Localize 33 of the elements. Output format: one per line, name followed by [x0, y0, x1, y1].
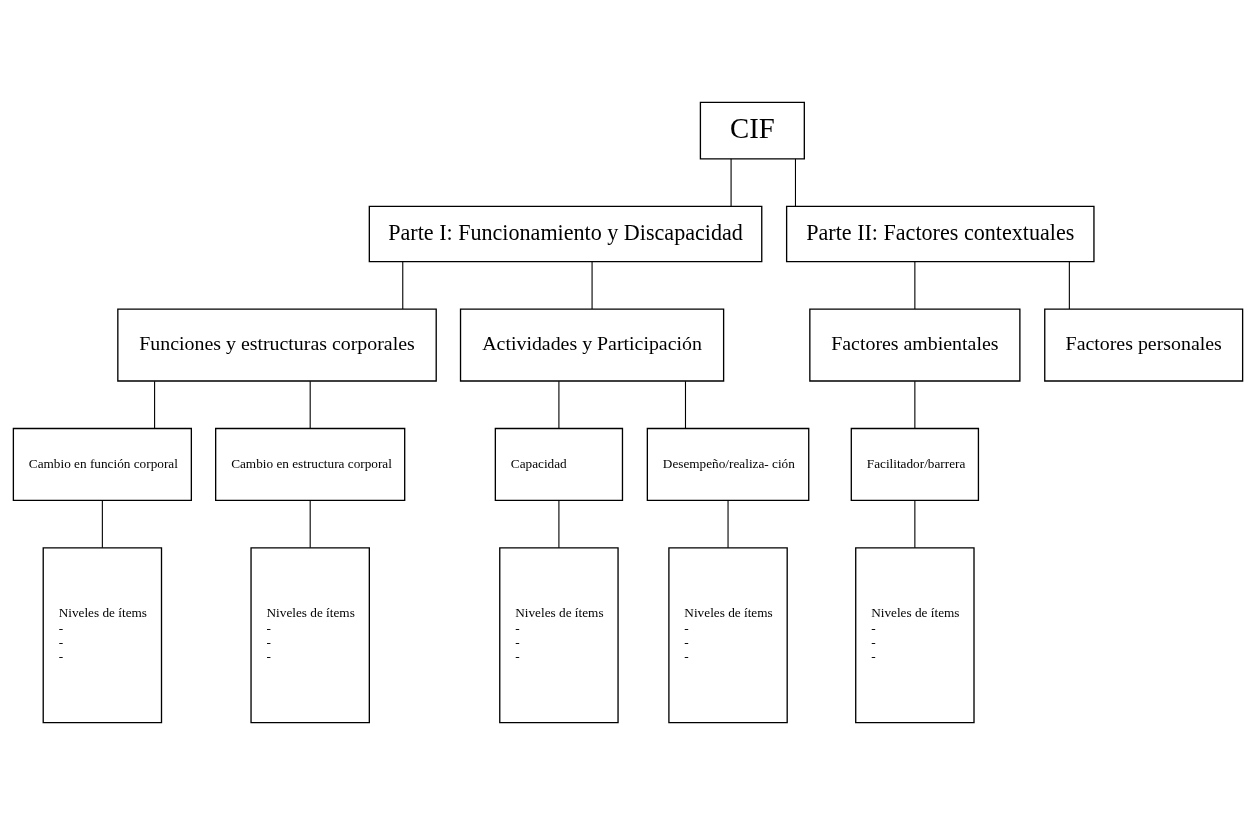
connector	[309, 500, 311, 549]
node-box: Niveles de ítems - - -	[250, 547, 370, 724]
node-box: Facilitador/barrera	[850, 427, 980, 502]
node-box: CIF	[699, 101, 805, 160]
node-box: Factores personales	[1044, 308, 1244, 382]
node-box: Funciones y estructuras corporales	[117, 308, 437, 382]
connector	[914, 380, 916, 429]
connector	[684, 380, 687, 429]
node-box: Parte II: Factores contextuales	[785, 205, 1095, 263]
connector	[558, 500, 560, 549]
node-box: Niveles de ítems - - -	[668, 547, 788, 724]
connector	[309, 380, 311, 429]
connector	[730, 158, 732, 207]
connector	[727, 500, 729, 549]
node-box: Desempeño/realiza- ción	[646, 427, 810, 502]
node-box: Cambio en función corporal	[12, 427, 192, 502]
node-box: Actividades y Participación	[459, 308, 725, 382]
connector	[154, 380, 156, 429]
node-box: Cambio en estructura corporal	[215, 427, 406, 502]
node-box: Capacidad	[494, 427, 624, 502]
connector	[558, 380, 560, 429]
node-box: Niveles de ítems - - -	[499, 547, 619, 724]
node-box: Factores ambientales	[809, 308, 1021, 382]
connector	[101, 500, 103, 549]
connector	[1068, 261, 1070, 310]
connector	[914, 500, 916, 549]
connector	[914, 261, 916, 310]
connector	[794, 158, 797, 207]
connector	[591, 261, 593, 310]
node-box: Parte I: Funcionamiento y Discapacidad	[368, 205, 763, 263]
connector	[402, 261, 404, 310]
node-box: Niveles de ítems - - -	[42, 547, 163, 724]
node-box: Niveles de ítems - - -	[855, 547, 975, 724]
